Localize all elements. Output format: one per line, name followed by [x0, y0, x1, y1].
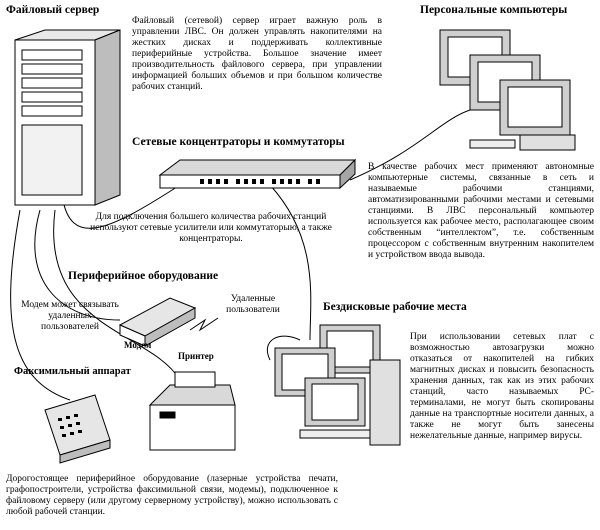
heading-file-server: Файловый сервер — [6, 4, 100, 16]
paragraph-workstations: В качестве рабочих мест применяют автоно… — [368, 162, 594, 260]
heading-diskless: Бездисковые рабочие места — [323, 301, 467, 313]
heading-hubs-switches: Сетевые концентраторы и коммутаторы — [132, 136, 345, 148]
cable-server-hub — [61, 184, 181, 229]
label-remote-users: Удаленные пользователи — [226, 294, 280, 315]
cable-server-modem — [34, 209, 121, 321]
paragraph-peripherals: Дорогостоящее периферийное оборудование … — [6, 474, 338, 517]
cable-server-printer — [53, 209, 181, 381]
heading-fax: Факсимильный аппарат — [14, 366, 131, 377]
paragraph-hubs: Для подключения большего количества рабо… — [90, 212, 332, 244]
cable-hub-diskless — [269, 184, 312, 341]
paragraph-diskless: При использовании сетевых плат с возможн… — [410, 332, 594, 441]
heading-peripherals: Периферийное оборудование — [68, 270, 219, 282]
fax-machine-icon — [44, 394, 111, 464]
paragraph-file-server: Файловый (сетевой) сервер играет важную … — [132, 16, 382, 92]
heading-personal-computers: Персональные компьютеры — [420, 4, 568, 16]
diskless-workstations-icon — [274, 324, 401, 446]
label-modem: Модем — [124, 340, 152, 350]
modem-signal-zigzag — [189, 317, 219, 332]
modem-icon — [118, 297, 197, 347]
cable-server-fax — [10, 209, 71, 401]
personal-computers-icon — [439, 29, 576, 151]
printer-icon — [148, 371, 236, 451]
label-printer: Принтер — [178, 351, 214, 361]
cable-hub-pcs — [349, 109, 471, 181]
network-hub-icon — [158, 158, 357, 190]
cable-diskless-left — [266, 335, 301, 361]
file-server-tower-icon — [14, 29, 121, 206]
label-modem-note: Модем может связывать удаленных пользова… — [21, 300, 119, 332]
